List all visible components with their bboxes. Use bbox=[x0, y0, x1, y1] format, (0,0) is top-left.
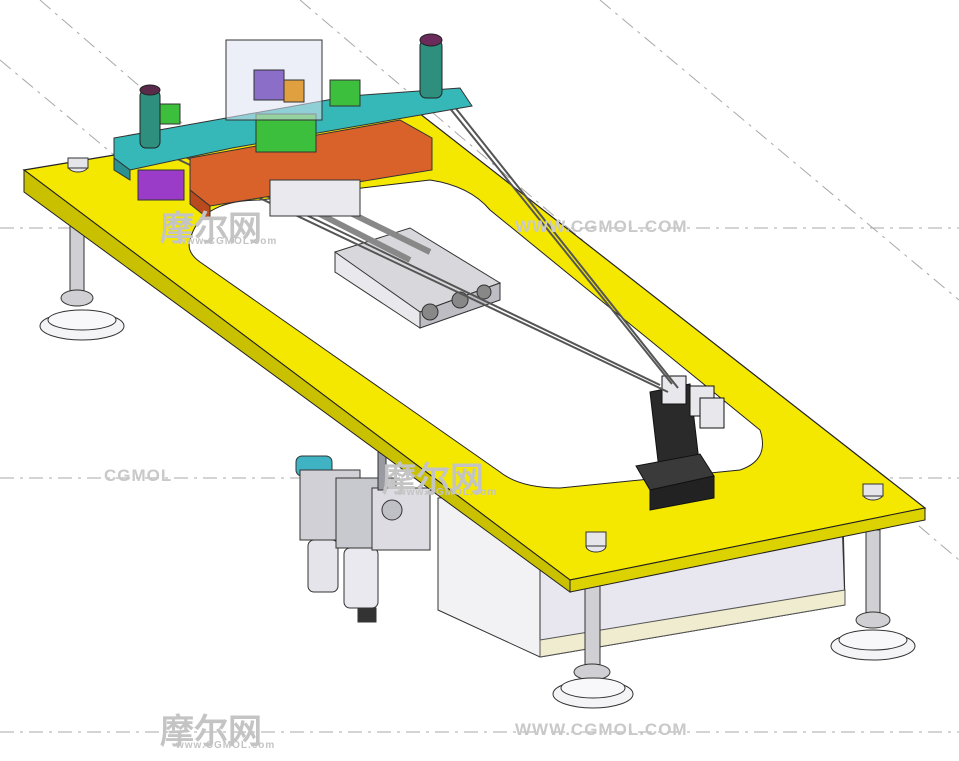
watermark-sub-middle: www.CGMOL.com bbox=[398, 487, 498, 498]
watermark-cn-middle: 摩尔网 bbox=[382, 460, 484, 500]
manifold-block bbox=[189, 119, 433, 222]
air-filter-regulator bbox=[295, 439, 431, 623]
watermark-cn-top: 摩尔网 bbox=[160, 209, 262, 249]
watermark-short-left: CGMOL bbox=[104, 466, 173, 485]
guide-posts bbox=[139, 33, 443, 149]
watermark-sub-bottom: www.CGMOL.com bbox=[176, 740, 276, 751]
watermark-cn-bottom: 摩尔网 bbox=[160, 712, 262, 752]
watermark-domain-top: WWW.CGMOL.COM bbox=[515, 217, 688, 236]
watermark-sub-top: www.CGMOL.com bbox=[178, 236, 278, 247]
watermark-domain-bottom: WWW.CGMOL.COM bbox=[515, 720, 688, 739]
gripper-frame bbox=[113, 39, 473, 201]
